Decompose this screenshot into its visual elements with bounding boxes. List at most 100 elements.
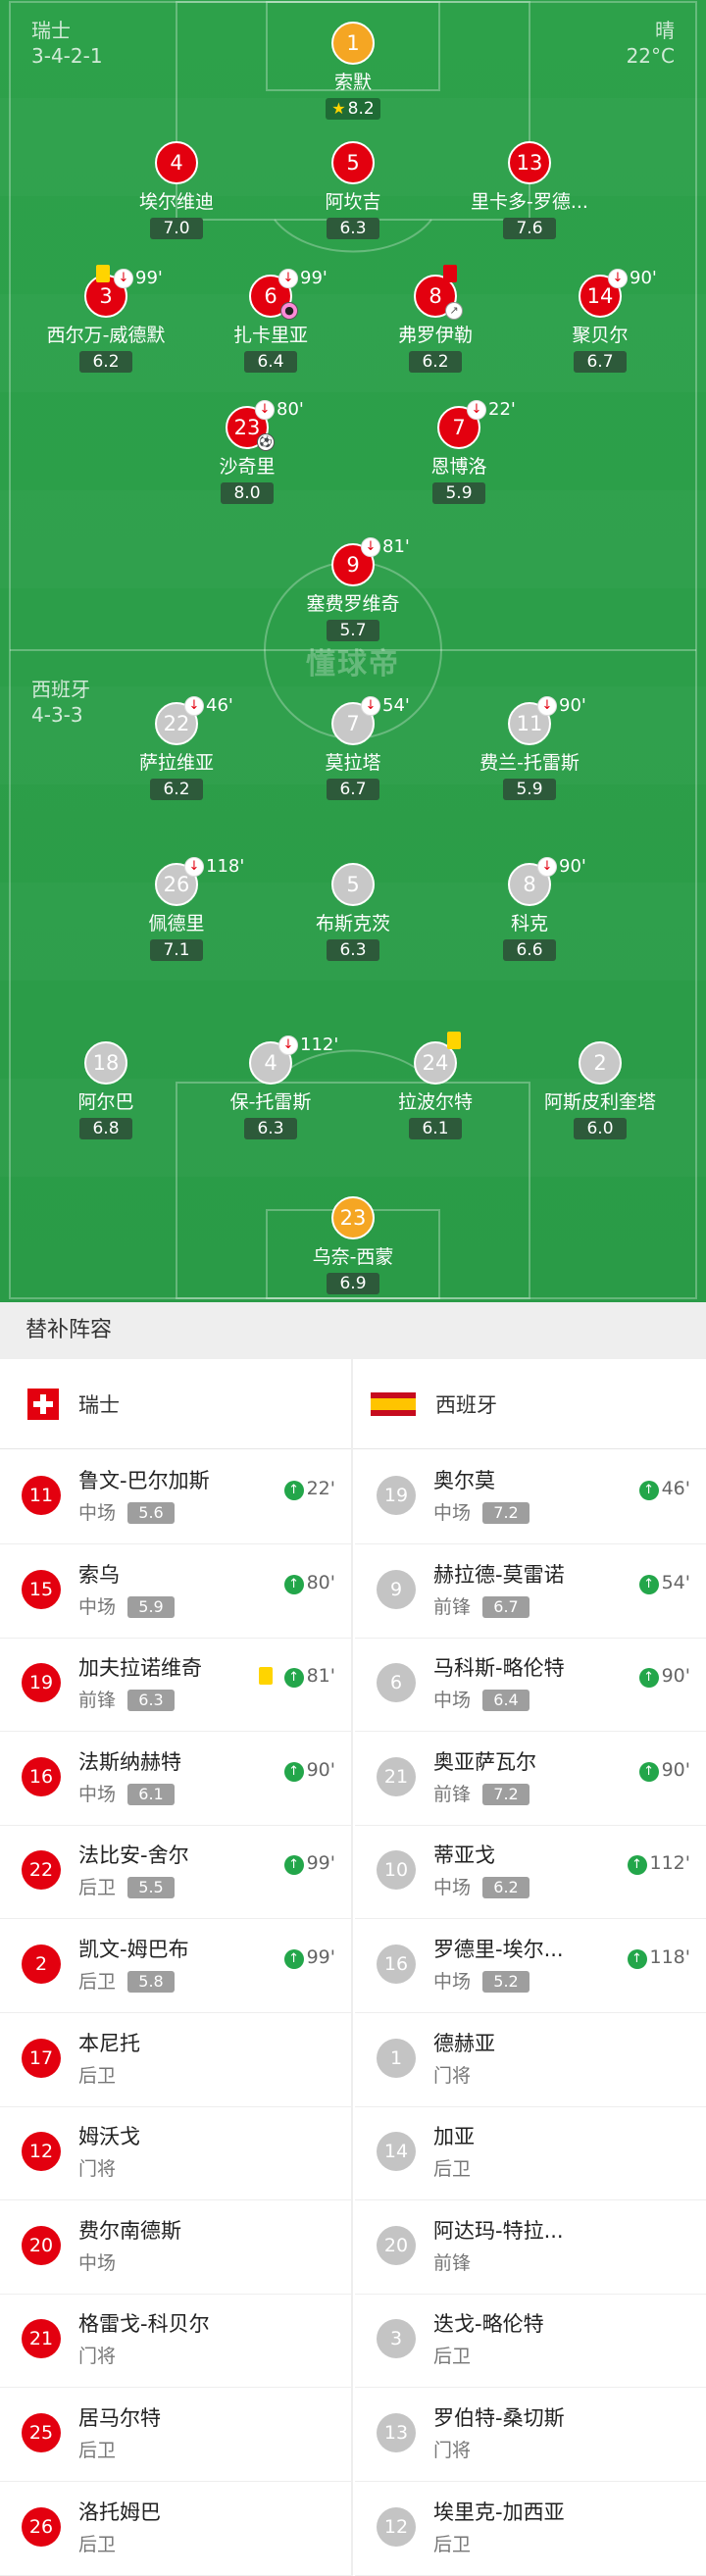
home-team-label: 瑞士: [78, 1393, 120, 1417]
sub-on-minute: ↑99': [283, 1945, 335, 1970]
sub-player-position: 后卫: [433, 2346, 472, 2368]
player-rating: 6.8: [79, 1118, 132, 1139]
sub-on-arrow-icon: ↑: [627, 1949, 647, 1969]
sub-player-rating: 6.4: [482, 1690, 530, 1712]
sub-number-badge: 20: [22, 2225, 61, 2265]
player-name: 聚贝尔: [572, 325, 629, 346]
player-rating: 5.7: [327, 620, 379, 641]
sub-number-badge: 19: [377, 1476, 416, 1515]
sub-player-position: 后卫: [433, 2533, 472, 2555]
sub-off-minute: 118': [206, 856, 245, 877]
sub-on-minute-text: 80': [306, 1571, 335, 1593]
player-away-def[interactable]: 2 阿斯皮利奎塔 6.0: [502, 1041, 698, 1139]
player-home-att[interactable]: 7 ↓ 22' 恩博洛 5.9: [361, 400, 557, 504]
sub-player-name: 鲁文-巴尔加斯: [78, 1469, 210, 1492]
sub-player-position: 前锋: [433, 1783, 472, 1805]
player-home-mid[interactable]: 6 ↓ 99' ● 扎卡里亚 6.4: [173, 269, 369, 373]
sub-number-badge: 21: [22, 2319, 61, 2359]
sub-player-name: 法比安-舍尔: [78, 1844, 189, 1868]
player-home-att[interactable]: 23 ↓ 80' ⚽ 沙奇里 8.0: [149, 400, 345, 504]
sub-player-position: 后卫: [78, 2533, 117, 2555]
away-team-header[interactable]: 西班牙: [371, 1359, 497, 1449]
sub-number-badge: 2: [22, 1945, 61, 1984]
sub-player-name: 加亚: [433, 2125, 475, 2149]
sub-number-badge: 15: [22, 1569, 61, 1609]
player-center-forward[interactable]: 9 ↓ 81' 塞费罗维奇 5.7: [255, 537, 451, 641]
sub-number-badge: 12: [377, 2506, 416, 2547]
sub-player-rating: 5.9: [127, 1595, 175, 1618]
player-away-mid[interactable]: 8 ↓ 90' 科克 6.6: [431, 857, 628, 961]
sub-off-minute: 90': [630, 268, 657, 288]
sub-player-rating: 5.8: [127, 1971, 175, 1993]
home-team-header[interactable]: 瑞士: [27, 1359, 120, 1449]
player-away-mid[interactable]: 5 布斯克茨 6.3: [255, 863, 451, 961]
player-away-def[interactable]: 24 拉波尔特 6.1: [337, 1032, 533, 1139]
sub-player-position: 中场: [78, 1595, 117, 1618]
sub-on-arrow-icon: ↑: [638, 1481, 659, 1500]
player-home-mid[interactable]: 8 ↗ 弗罗伊勒 6.2: [337, 265, 533, 373]
player-rating: 6.1: [409, 1118, 462, 1139]
player-away-fwd[interactable]: 22 ↓ 46' 萨拉维亚 6.2: [78, 696, 275, 800]
sub-number-badge: 20: [377, 2225, 416, 2265]
player-name: 里卡多-罗德...: [471, 191, 588, 213]
sub-player-name: 凯文-姆巴布: [78, 1938, 189, 1961]
player-home-def[interactable]: 4 埃尔维迪 7.0: [78, 141, 275, 239]
sub-player-position: 中场: [433, 1502, 472, 1524]
player-away-def[interactable]: 18 阿尔巴 6.8: [8, 1041, 204, 1139]
player-home-mid[interactable]: 14 ↓ 90' 聚贝尔 6.7: [502, 269, 698, 373]
spain-flag-icon: [371, 1392, 416, 1416]
sub-number-badge: 22: [22, 1850, 61, 1891]
player-number: 1: [331, 22, 375, 65]
sub-player-position: 中场: [433, 1971, 472, 1993]
sub-player-name: 德赫亚: [433, 2031, 495, 2055]
player-name: 费兰-托雷斯: [479, 752, 580, 774]
player-away-mid[interactable]: 26 ↓ 118' 佩德里 7.1: [78, 857, 275, 961]
player-away-gk[interactable]: 23 乌奈-西蒙 6.9: [255, 1196, 451, 1294]
sub-player-name: 罗德里-埃尔...: [433, 1938, 564, 1961]
player-away-fwd[interactable]: 11 ↓ 90' 费兰-托雷斯 5.9: [431, 696, 628, 800]
player-name: 科克: [510, 913, 548, 934]
sub-player-position: 前锋: [433, 2251, 472, 2274]
player-away-def[interactable]: 4 ↓ 112' 保-托雷斯 6.3: [173, 1035, 369, 1139]
sub-number-badge: 6: [377, 1663, 416, 1703]
player-home-def[interactable]: 13 里卡多-罗德... 7.6: [431, 141, 628, 239]
sub-on-minute: ↑90': [638, 1757, 690, 1783]
sub-player-rating: 6.1: [127, 1783, 175, 1805]
player-home-def[interactable]: 5 阿坎吉 6.3: [255, 141, 451, 239]
lineup-pitch: 瑞士 3-4-2-1 晴 22°C 西班牙 4-3-3 懂球帝 1 索默 ★8.…: [0, 0, 706, 1302]
sub-number-badge: 11: [22, 1476, 61, 1515]
player-rating: 6.2: [79, 351, 132, 373]
sub-player-position: 门将: [433, 2440, 472, 2461]
player-home-gk[interactable]: 1 索默 ★8.2: [255, 22, 451, 120]
sub-on-minute: ↑81': [283, 1663, 335, 1689]
sub-on-minute-text: 90': [661, 1665, 690, 1688]
sub-number-badge: 21: [377, 1756, 416, 1796]
player-name: 拉波尔特: [397, 1091, 473, 1113]
player-home-mid[interactable]: 3 ↓ 99' 西尔万-威德默 6.2: [8, 265, 204, 373]
player-away-fwd[interactable]: 7 ↓ 54' 莫拉塔 6.7: [255, 696, 451, 800]
